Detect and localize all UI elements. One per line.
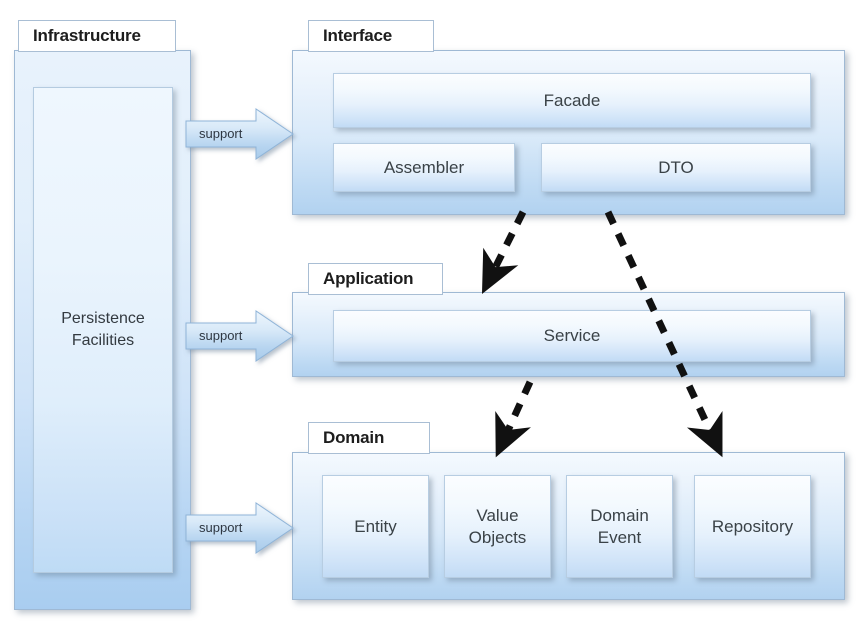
box-value-objects[interactable]: Value Objects	[444, 475, 551, 578]
layer-title-infrastructure-label: Infrastructure	[33, 26, 141, 45]
box-assembler-label: Assembler	[383, 157, 465, 177]
box-service[interactable]: Service	[333, 310, 811, 362]
layer-title-application: Application	[308, 263, 443, 295]
support-arrow-interface[interactable]	[185, 108, 294, 160]
layer-title-domain-label: Domain	[323, 428, 385, 447]
box-domain-event-label: Domain Event	[590, 506, 649, 547]
box-entity[interactable]: Entity	[322, 475, 429, 578]
support-arrow-domain-label: support	[199, 520, 243, 535]
support-arrow-domain[interactable]	[185, 502, 294, 554]
layer-title-domain: Domain	[308, 422, 430, 454]
box-value-objects-label: Value Objects	[468, 506, 527, 547]
box-facade-label: Facade	[543, 90, 601, 110]
layer-title-infrastructure: Infrastructure	[18, 20, 176, 52]
support-arrow-application[interactable]	[185, 310, 294, 362]
layer-title-interface: Interface	[308, 20, 434, 52]
support-arrow-application-label: support	[199, 328, 243, 343]
box-repository[interactable]: Repository	[694, 475, 811, 578]
box-dto-label: DTO	[658, 157, 694, 177]
box-persistence-facilities[interactable]: Persistence Facilities	[33, 87, 173, 573]
box-dto[interactable]: DTO	[541, 143, 811, 192]
box-facade[interactable]: Facade	[333, 73, 811, 128]
box-service-label: Service	[543, 326, 601, 346]
dependency-arrow-interface-application	[481, 210, 527, 295]
support-arrow-interface-label: support	[199, 126, 243, 141]
box-repository-label: Repository	[711, 516, 794, 536]
dependency-arrow-application-domain	[495, 380, 534, 458]
box-domain-event[interactable]: Domain Event	[566, 475, 673, 578]
layer-title-interface-label: Interface	[323, 26, 393, 45]
box-assembler[interactable]: Assembler	[333, 143, 515, 192]
box-entity-label: Entity	[354, 516, 397, 536]
box-persistence-facilities-label: Persistence Facilities	[61, 310, 145, 349]
layer-title-application-label: Application	[323, 269, 414, 288]
